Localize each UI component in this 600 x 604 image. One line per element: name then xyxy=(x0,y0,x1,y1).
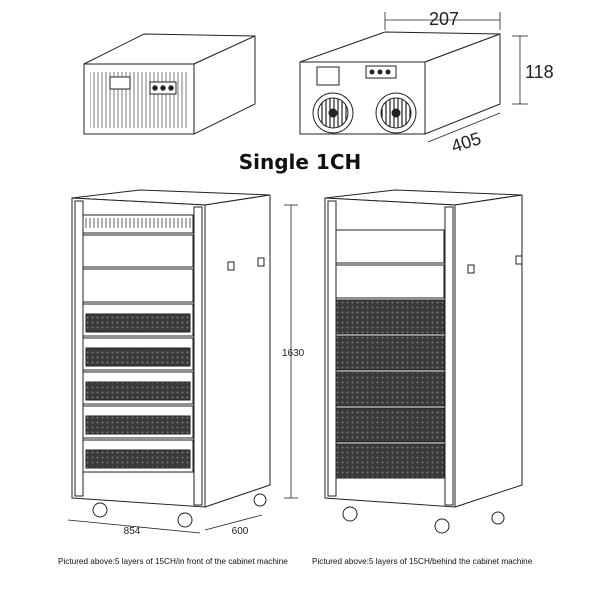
front-caption: Pictured above:5 layers of 15CH/in front… xyxy=(58,557,288,566)
cabinet-dimension-lines xyxy=(67,204,298,534)
cabinet-depth-label: 600 xyxy=(232,526,249,537)
unit-dimension-lines xyxy=(384,12,528,143)
rear-module-stack xyxy=(335,299,445,479)
cabinet-rear-view xyxy=(324,189,523,534)
unit-width-label: 207 xyxy=(429,9,459,29)
unit-front-view xyxy=(83,33,256,135)
unit-height-label: 118 xyxy=(525,62,554,82)
cabinet-height-label: 1630 xyxy=(282,348,305,359)
unit-rear-view xyxy=(299,31,501,135)
front-module-stack xyxy=(82,303,194,473)
back-caption: Pictured above:5 layers of 15CH/behind t… xyxy=(312,557,533,566)
diagram-title: Single 1CH xyxy=(238,150,362,174)
cabinet-width-label: 854 xyxy=(124,526,141,537)
cabinet-front-view xyxy=(71,189,271,528)
